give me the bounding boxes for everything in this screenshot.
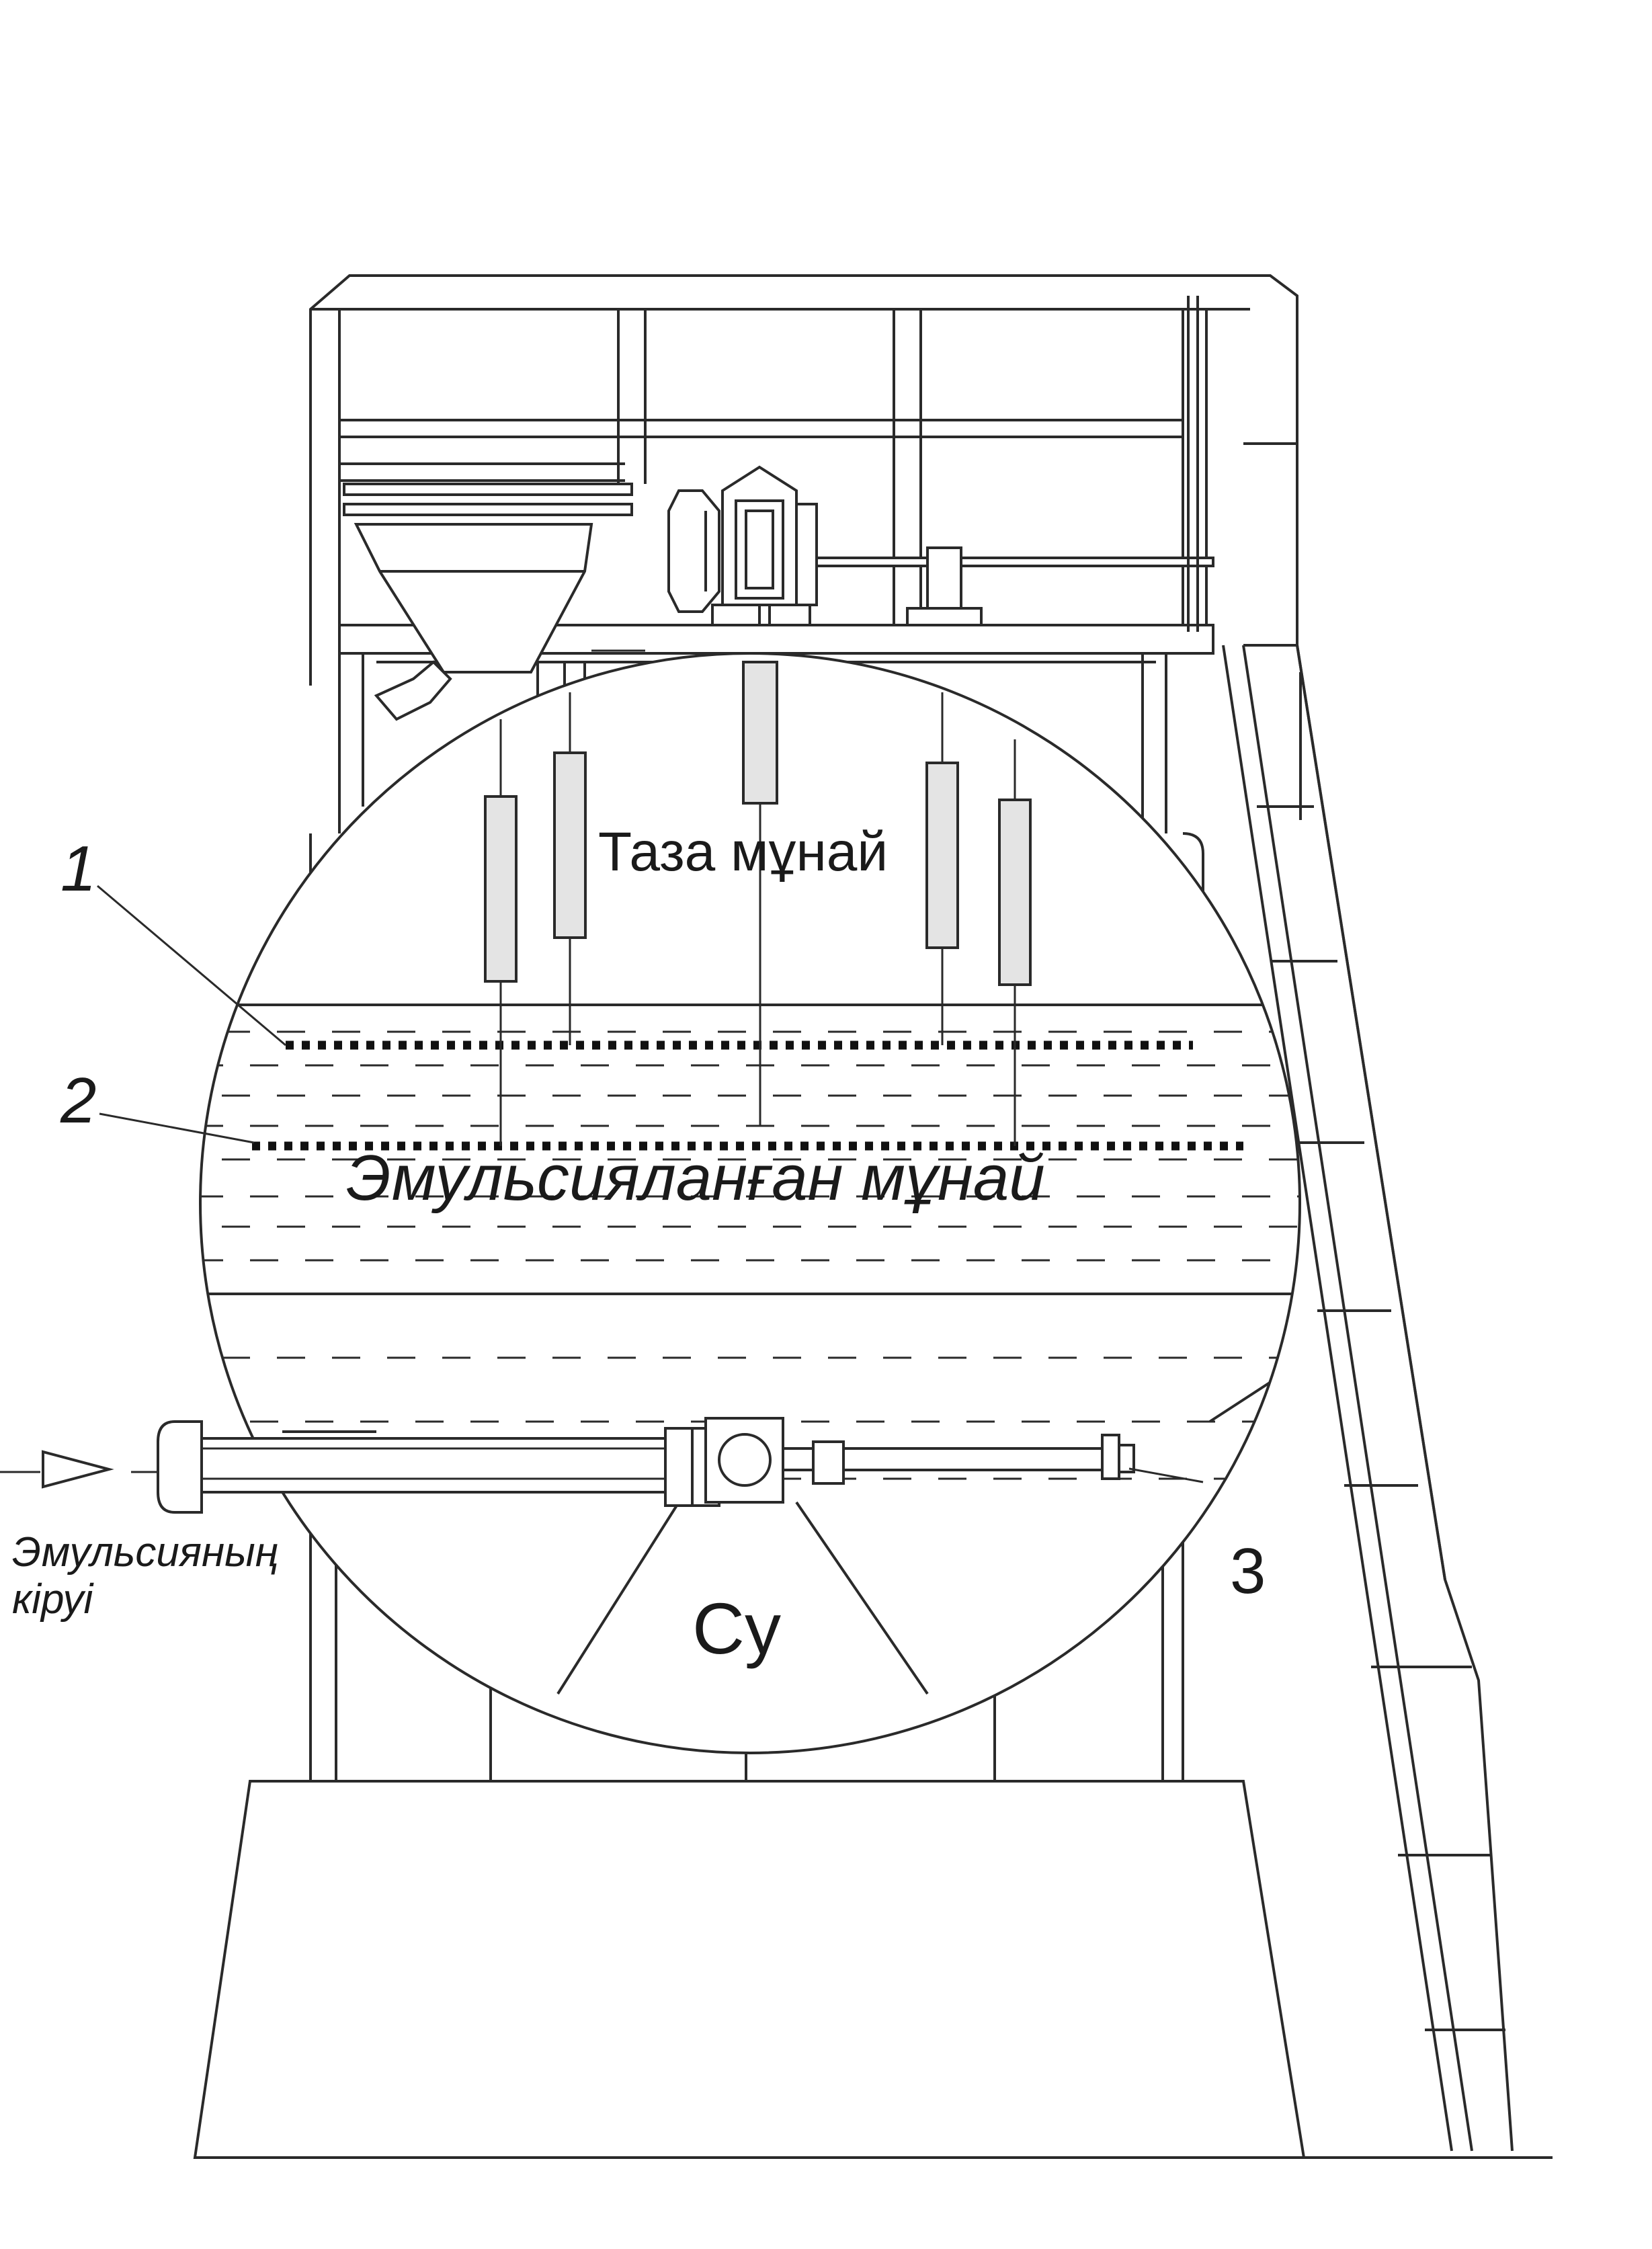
leader-2 bbox=[99, 1112, 255, 1144]
insulators bbox=[484, 661, 1032, 1146]
transformer-assembly bbox=[667, 465, 1214, 626]
water-label: Су bbox=[692, 1588, 781, 1669]
callout-number-1: 1 bbox=[60, 833, 96, 905]
base-pedestal bbox=[193, 1780, 1553, 2159]
leader-3 bbox=[1128, 1467, 1204, 1483]
callout-number-3: 3 bbox=[1230, 1535, 1266, 1607]
inlet-label-line1: Эмульсияның bbox=[12, 1529, 278, 1576]
inlet-arrow-icon bbox=[42, 1450, 114, 1489]
hopper bbox=[354, 523, 593, 721]
emulsified-oil-label: Эмульсияланған мұнай bbox=[346, 1142, 1045, 1214]
ladder bbox=[1187, 296, 1514, 2152]
pure-oil-label: Таза мұнай bbox=[598, 821, 888, 883]
callout-leaders bbox=[97, 885, 1204, 1483]
leader-1 bbox=[97, 885, 286, 1047]
inlet-pipe bbox=[0, 1417, 1135, 1514]
inlet-label-line2: кіруі bbox=[12, 1576, 94, 1623]
callout-number-2: 2 bbox=[60, 1065, 96, 1137]
